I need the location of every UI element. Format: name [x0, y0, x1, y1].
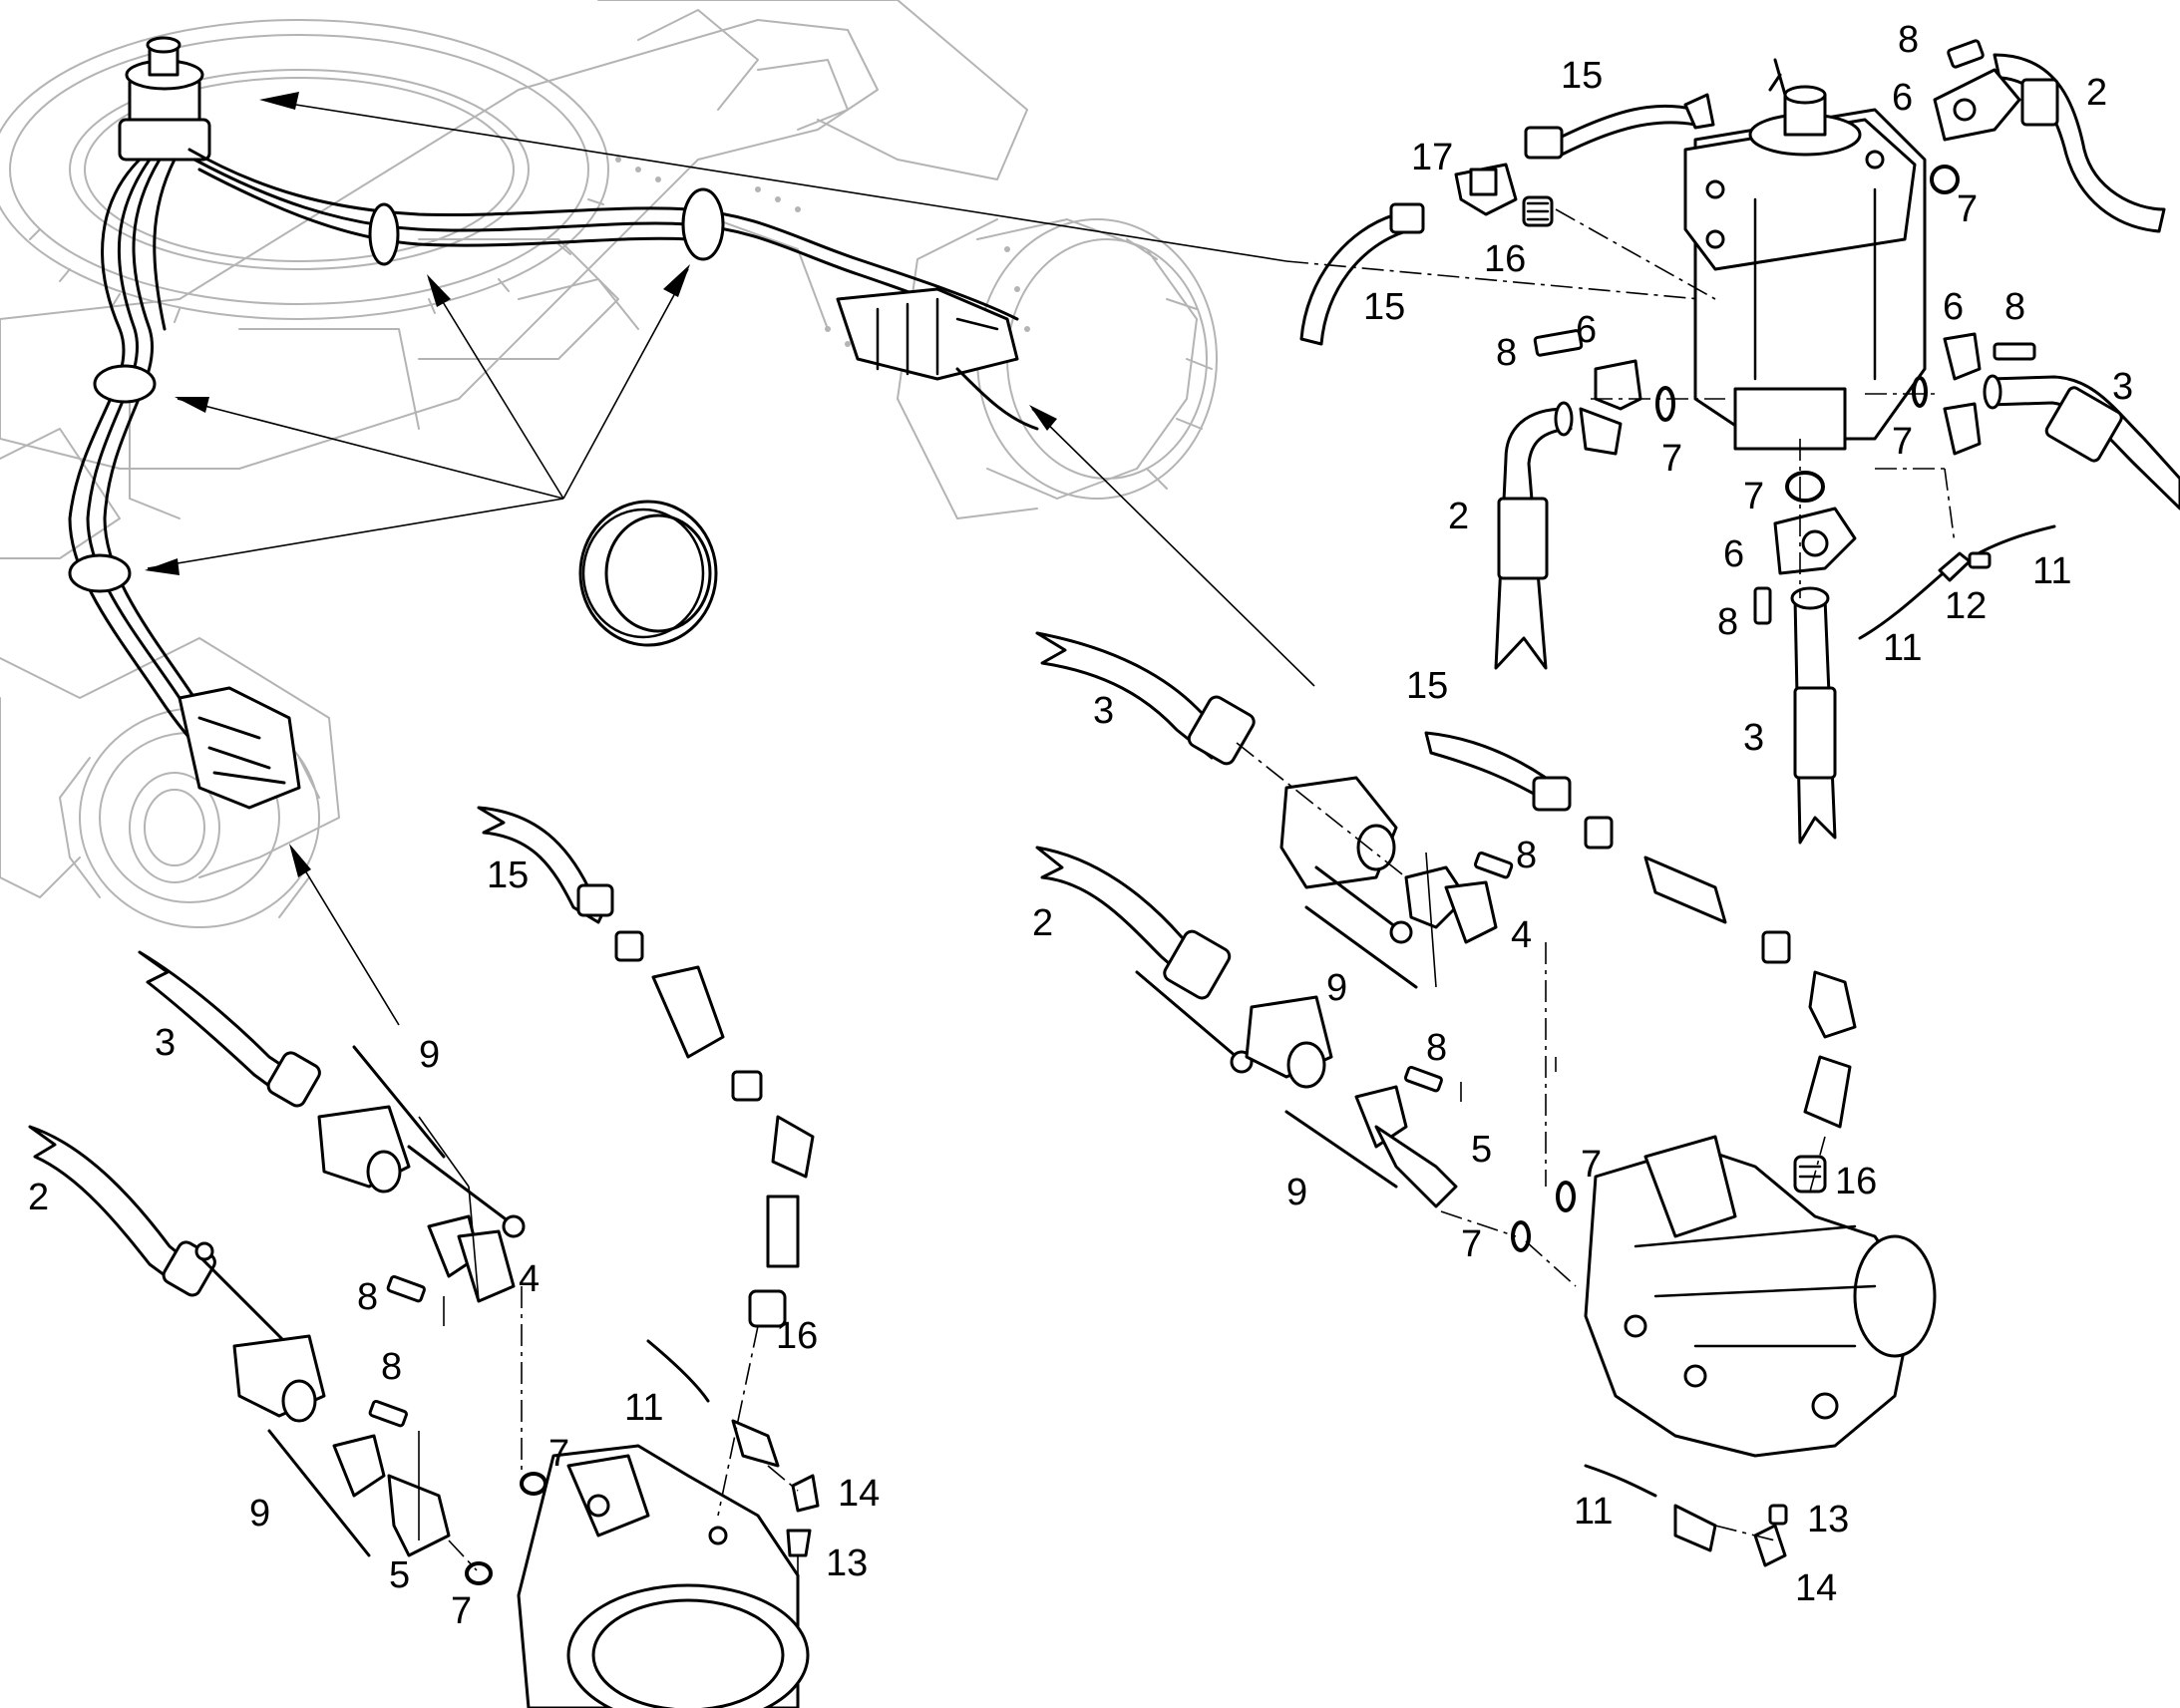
callout-3: 3 [1093, 690, 1114, 732]
callout-15: 15 [1561, 55, 1603, 97]
pointer-arrows [145, 92, 1315, 1026]
callout-6: 6 [1576, 309, 1597, 351]
callout-8: 8 [357, 1276, 378, 1318]
callout-9: 9 [419, 1034, 440, 1076]
callout-15: 15 [1406, 665, 1448, 707]
callout-16: 16 [1484, 238, 1526, 280]
hydraulic-motor-top-right [1683, 58, 1927, 451]
callout-7: 7 [1461, 1223, 1482, 1265]
callout-7: 7 [548, 1433, 569, 1475]
callout-3: 3 [2112, 366, 2133, 408]
callout-8: 8 [381, 1346, 402, 1388]
callout-7: 7 [1957, 188, 1978, 230]
callout-15: 15 [1363, 286, 1405, 328]
top-right-hose-parts [1299, 39, 2180, 845]
callout-7: 7 [1892, 421, 1913, 463]
callout-16: 16 [776, 1315, 818, 1357]
assembly-center-lines [448, 208, 1956, 1595]
callout-6: 6 [1892, 77, 1913, 119]
callout-8: 8 [1426, 1027, 1447, 1069]
callout-11: 11 [1574, 1491, 1613, 1533]
callout-3: 3 [155, 1022, 176, 1064]
callout-5: 5 [389, 1554, 410, 1596]
left-hose-assembly [28, 806, 820, 1708]
callout-leaders [418, 852, 1462, 1540]
callout-11: 11 [624, 1387, 663, 1429]
callout-9: 9 [1326, 967, 1347, 1009]
callout-9: 9 [249, 1493, 270, 1535]
callout-3: 3 [1743, 717, 1764, 759]
callout-12: 12 [1945, 585, 1987, 627]
callout-14: 14 [838, 1473, 880, 1515]
callout-2: 2 [1032, 902, 1053, 944]
callout-8: 8 [1496, 332, 1517, 374]
callout-labels: 15 3 9 2 4 8 16 8 11 7 14 9 13 5 7 3 15 … [28, 19, 2133, 1632]
callout-5: 5 [1471, 1129, 1492, 1171]
callout-7: 7 [1661, 438, 1682, 480]
callout-13: 13 [1807, 1499, 1849, 1540]
callout-11: 11 [2032, 550, 2071, 592]
callout-7: 7 [1743, 476, 1764, 517]
callout-4: 4 [1511, 914, 1532, 956]
callout-6: 6 [1723, 533, 1744, 575]
callout-4: 4 [519, 1258, 540, 1300]
callout-17: 17 [1411, 137, 1453, 178]
callout-6: 6 [1943, 286, 1964, 328]
middle-hose-assembly [1035, 631, 1937, 1567]
callout-11: 11 [1883, 627, 1922, 669]
callout-9: 9 [1286, 1172, 1307, 1213]
callout-7: 7 [1581, 1144, 1602, 1186]
callout-8: 8 [1516, 835, 1537, 876]
callout-8: 8 [1898, 19, 1919, 61]
callout-8: 8 [1717, 601, 1738, 643]
callout-2: 2 [28, 1177, 49, 1218]
callout-13: 13 [826, 1542, 868, 1584]
callout-2: 2 [1448, 496, 1469, 537]
callout-7: 7 [451, 1590, 472, 1632]
hose-bundle-routing [68, 36, 1039, 810]
callout-2: 2 [2086, 72, 2107, 114]
callout-14: 14 [1795, 1567, 1837, 1609]
callout-16: 16 [1835, 1161, 1877, 1202]
callout-8: 8 [2004, 286, 2025, 328]
callout-15: 15 [487, 854, 529, 896]
